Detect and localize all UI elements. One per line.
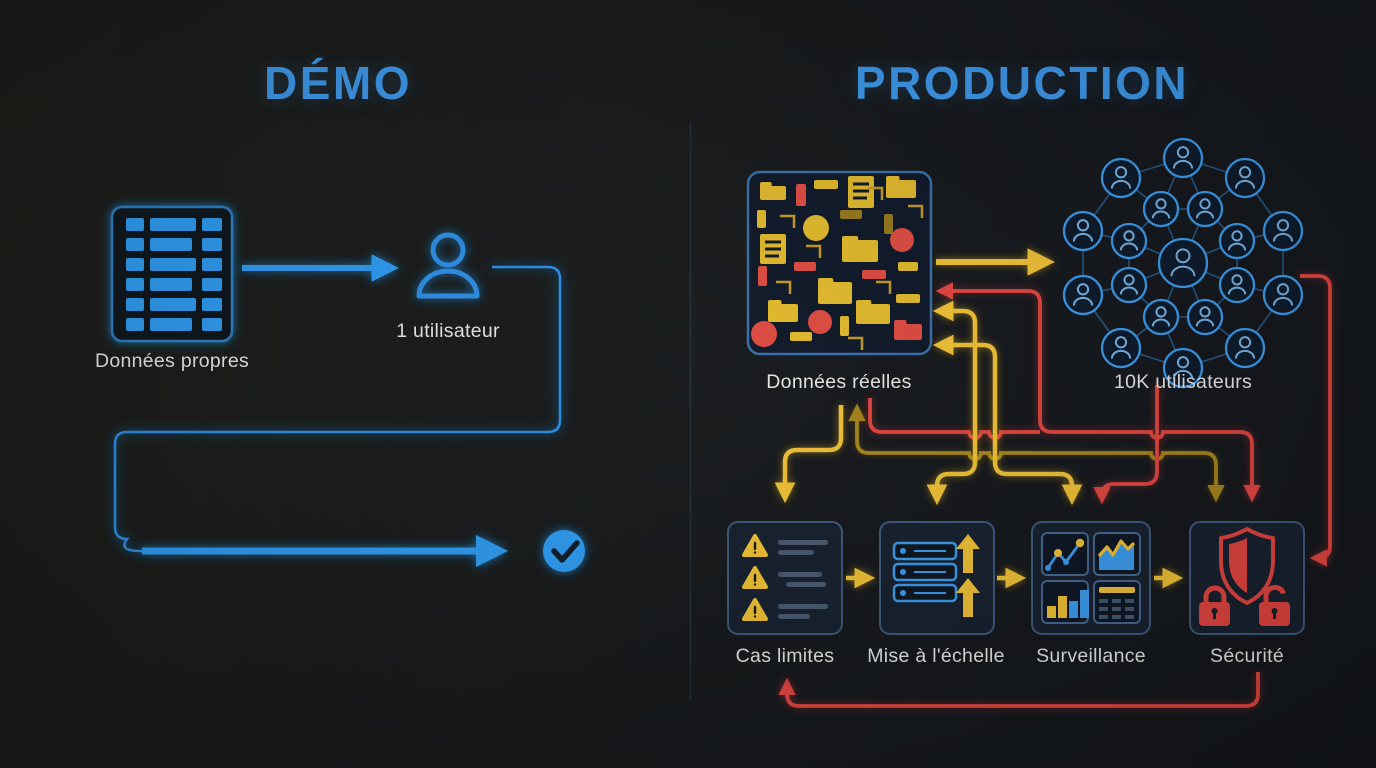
monitoring-label: Surveillance: [1036, 645, 1146, 667]
user-node-icon: [1142, 298, 1180, 336]
production-title: PRODUCTION: [854, 57, 1190, 109]
single-user-label: 1 utilisateur: [396, 320, 500, 342]
user-node-icon: [1100, 327, 1142, 369]
user-node-icon: [1218, 222, 1256, 260]
user-node-icon: [1262, 210, 1304, 252]
lock-closed-icon: [1199, 585, 1230, 626]
edge-cases-label: Cas limites: [735, 645, 835, 667]
users-network-icon: [1062, 137, 1304, 389]
scaling-label: Mise à l'échelle: [867, 645, 1005, 667]
user-node-icon: [1157, 237, 1209, 289]
server-stack-icon: [892, 541, 958, 603]
user-node-icon: [1142, 190, 1180, 228]
demo-title: DÉMO: [264, 57, 412, 109]
check-icon: [543, 530, 585, 572]
user-node-icon: [1110, 222, 1148, 260]
single-user-icon: [416, 232, 480, 299]
flow-tangle-yellow: [774, 248, 1184, 589]
real-data-chaos-icon: [746, 170, 933, 356]
user-node-icon: [1100, 157, 1142, 199]
area-chart-icon: [1097, 539, 1136, 570]
user-node-icon: [1110, 266, 1148, 304]
user-node-icon: [1224, 327, 1266, 369]
user-node-icon: [1062, 210, 1104, 252]
user-node-icon: [1218, 266, 1256, 304]
clean-data-table-icon: [110, 205, 234, 343]
data-table-icon: [1099, 587, 1135, 619]
shield-icon: [1219, 527, 1275, 605]
edge-cases-box: [727, 521, 843, 635]
users-count-label: 10K utilisateurs: [1113, 371, 1253, 393]
user-node-icon: [1162, 137, 1204, 179]
user-node-icon: [1224, 157, 1266, 199]
demo-flow-line: [113, 265, 562, 553]
user-node-icon: [1186, 190, 1224, 228]
line-chart-icon: [1045, 538, 1085, 571]
clean-data-label: Données propres: [94, 350, 250, 372]
scale-up-arrow-icon: [956, 534, 980, 617]
user-node-icon: [1262, 274, 1304, 316]
scaling-box: [879, 521, 995, 635]
security-label: Sécurité: [1210, 645, 1284, 667]
bar-chart-icon: [1047, 590, 1089, 618]
monitoring-box: [1031, 521, 1151, 635]
user-node-icon: [1062, 274, 1104, 316]
lock-open-icon: [1259, 584, 1290, 626]
demo-flow: [110, 205, 585, 572]
security-box: [1189, 521, 1305, 635]
real-data-label: Données réelles: [766, 371, 912, 393]
user-node-icon: [1186, 298, 1224, 336]
flow-tangle-gold: [848, 403, 1225, 503]
